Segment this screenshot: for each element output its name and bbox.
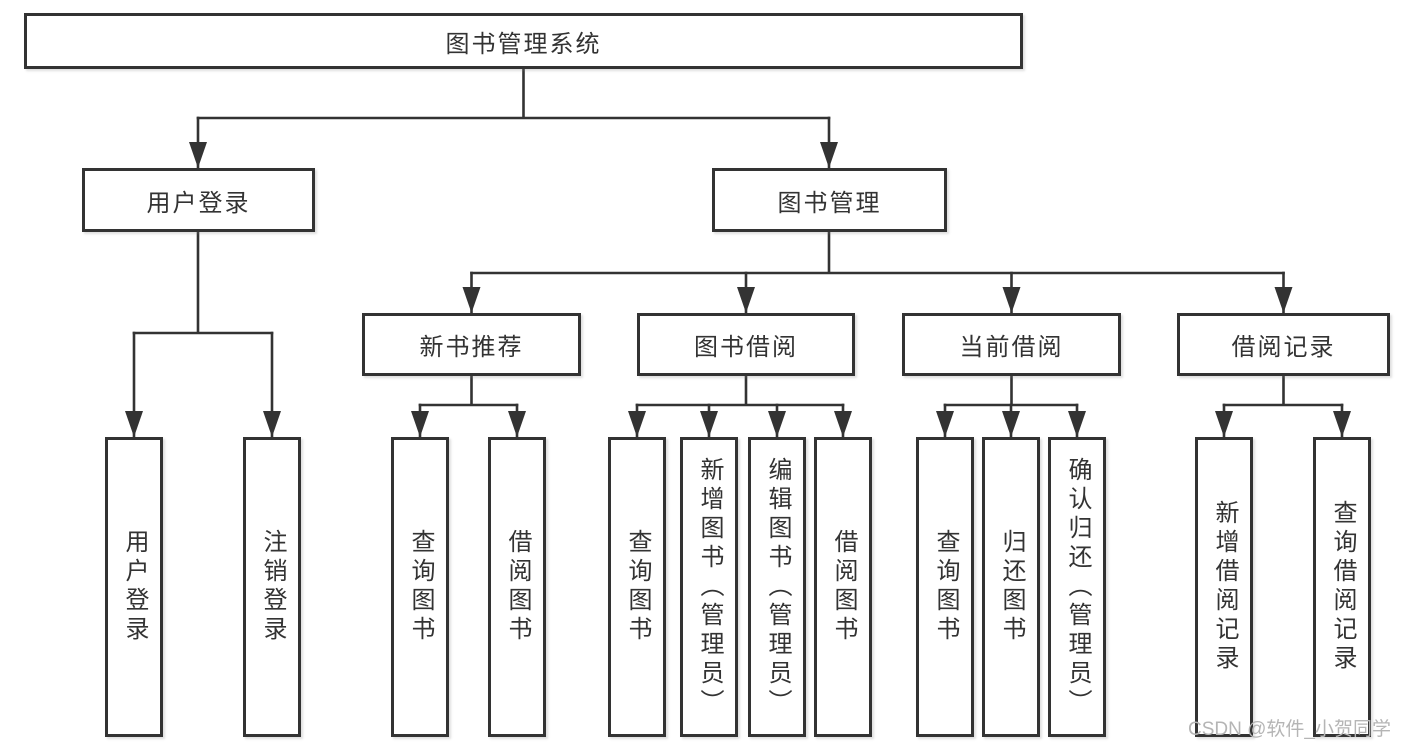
leaf-return-book: 归还图书 bbox=[982, 437, 1040, 737]
node-book-management: 图书管理 bbox=[712, 168, 947, 232]
leaf-borrow-book-recommend: 借阅图书 bbox=[488, 437, 546, 737]
node-user-login: 用户登录 bbox=[82, 168, 315, 232]
leaf-logout: 注销登录 bbox=[243, 437, 301, 737]
leaf-query-book-borrow: 查询图书 bbox=[608, 437, 666, 737]
node-root: 图书管理系统 bbox=[24, 13, 1023, 69]
leaf-user-login: 用户登录 bbox=[105, 437, 163, 737]
leaf-borrow-book: 借阅图书 bbox=[814, 437, 872, 737]
leaf-add-book-admin: 新增图书（管理员） bbox=[680, 437, 738, 737]
node-new-book-recommend: 新书推荐 bbox=[362, 313, 581, 376]
leaf-edit-book-admin: 编辑图书（管理员） bbox=[748, 437, 806, 737]
leaf-query-book-current: 查询图书 bbox=[916, 437, 974, 737]
leaf-query-book-recommend: 查询图书 bbox=[391, 437, 449, 737]
node-book-borrow: 图书借阅 bbox=[637, 313, 855, 376]
leaf-confirm-return-admin: 确认归还（管理员） bbox=[1048, 437, 1106, 737]
csdn-watermark: CSDN @软件_小贺同学 bbox=[1188, 719, 1391, 740]
leaf-add-borrow-record: 新增借阅记录 bbox=[1195, 437, 1253, 737]
node-borrow-records: 借阅记录 bbox=[1177, 313, 1390, 376]
node-current-borrow: 当前借阅 bbox=[902, 313, 1121, 376]
leaf-query-borrow-record: 查询借阅记录 bbox=[1313, 437, 1371, 737]
